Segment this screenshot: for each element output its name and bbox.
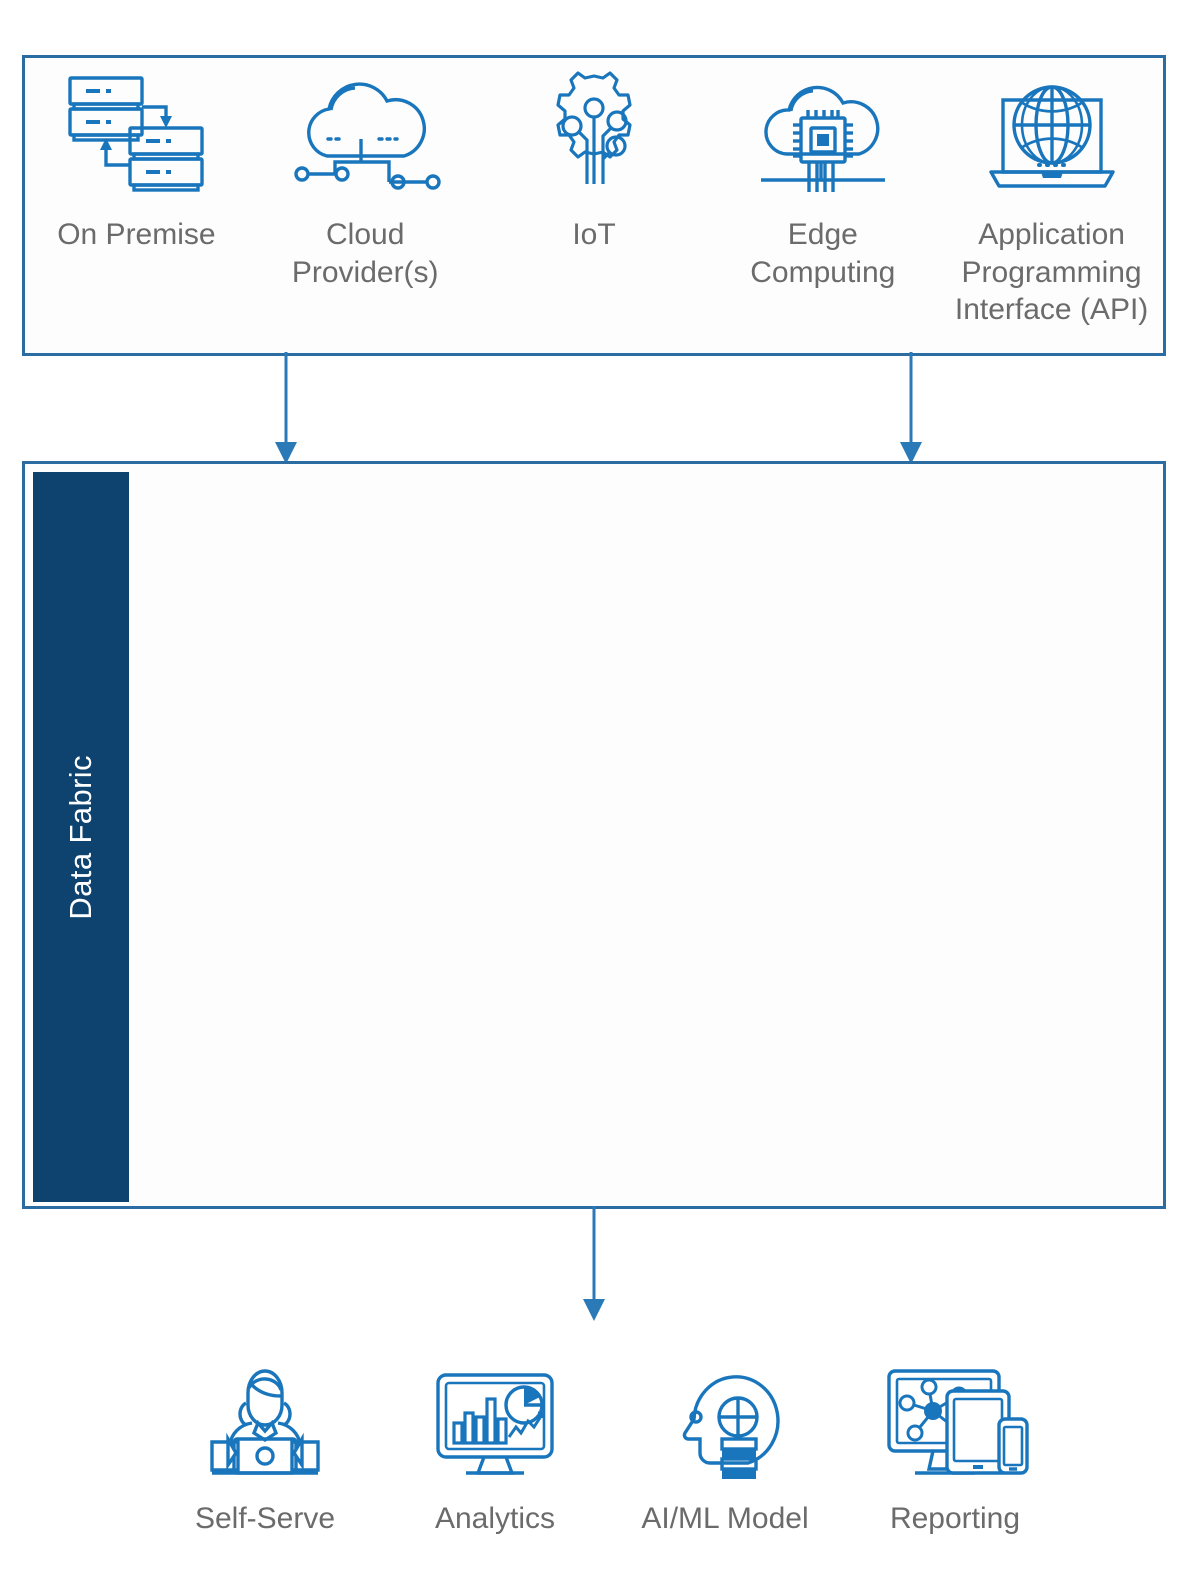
source-label-on-premise: On Premise — [57, 218, 216, 251]
arrow-fabric-to-consumers — [583, 1206, 605, 1321]
arrow-sources-to-fabric-left — [275, 352, 297, 464]
on-premise-servers-icon — [56, 70, 216, 200]
data-sources-row: On Premise Cloud Provider(s) — [22, 70, 1166, 345]
source-item-cloud-provider[interactable]: Cloud Provider(s) — [251, 70, 480, 291]
data-fabric-panel: Data Fabric — [22, 461, 1166, 1209]
iot-gear-circuit-icon — [524, 70, 664, 200]
arrow-sources-to-fabric-right — [900, 352, 922, 464]
source-label-cloud-provider: Cloud Provider(s) — [291, 218, 439, 289]
laptop-globe-api-icon — [967, 70, 1137, 200]
data-fabric-spine: Data Fabric — [33, 472, 129, 1202]
multi-device-network-icon — [875, 1355, 1035, 1490]
cloud-network-icon — [285, 70, 445, 200]
source-label-api: Application Programming Interface (API) — [954, 218, 1149, 326]
source-item-on-premise[interactable]: On Premise — [22, 70, 251, 254]
data-consumers-row: Self-Serve — [150, 1355, 1070, 1565]
consumer-item-analytics[interactable]: Analytics — [380, 1355, 610, 1538]
head-ai-brain-icon — [650, 1355, 800, 1490]
consumer-label-self-serve: Self-Serve — [194, 1502, 336, 1535]
consumer-item-self-serve[interactable]: Self-Serve — [150, 1355, 380, 1538]
person-laptop-icon — [190, 1355, 340, 1490]
consumer-label-ai-ml-model: AI/ML Model — [641, 1502, 809, 1535]
data-fabric-label: Data Fabric — [63, 754, 98, 920]
consumer-item-ai-ml-model[interactable]: AI/ML Model — [610, 1355, 840, 1538]
edge-cloud-chip-icon — [743, 70, 903, 200]
monitor-charts-icon — [420, 1355, 570, 1490]
source-item-edge-computing[interactable]: Edge Computing — [708, 70, 937, 291]
source-label-iot: IoT — [572, 218, 616, 251]
source-label-edge-computing: Edge Computing — [750, 218, 896, 289]
data-sources-panel — [22, 55, 1166, 356]
consumer-label-analytics: Analytics — [434, 1502, 556, 1535]
source-item-api[interactable]: Application Programming Interface (API) — [937, 70, 1166, 329]
consumer-item-reporting[interactable]: Reporting — [840, 1355, 1070, 1538]
consumer-label-reporting: Reporting — [889, 1502, 1021, 1535]
source-item-iot[interactable]: IoT — [480, 70, 709, 254]
